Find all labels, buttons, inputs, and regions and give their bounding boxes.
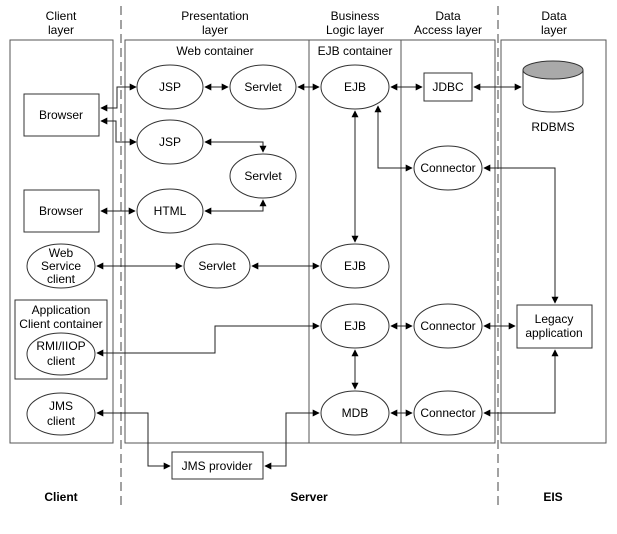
ejb-label-3: EJB — [344, 319, 366, 333]
connector-browser-jsp2 — [100, 117, 137, 146]
presentation-layer-header-line1: Presentation — [181, 9, 248, 23]
jdbc-node — [423, 72, 473, 102]
ejb-node-2 — [320, 243, 390, 289]
jdbc-label: JDBC — [432, 80, 464, 94]
jsp-label-2: JSP — [159, 135, 181, 149]
browser-node-2 — [23, 189, 100, 233]
jms-provider-label: JMS provider — [182, 459, 253, 473]
legacy-application-label-1: Legacy — [535, 312, 574, 326]
connector-rmiclient-ejb3 — [96, 322, 320, 357]
jsp-label-1: JSP — [159, 80, 181, 94]
jms-client-label-2: client — [47, 414, 76, 428]
jsp-node-2 — [136, 119, 204, 165]
eis-tier-label: EIS — [543, 490, 562, 504]
connector-connector1-legacy — [483, 164, 559, 304]
jsp-node-1 — [136, 64, 204, 110]
ejb-node-1 — [320, 64, 390, 110]
connector-connector3-legacy — [483, 349, 559, 417]
ejb-container-label: EJB container — [318, 44, 393, 58]
ejb-label-2: EJB — [344, 259, 366, 273]
server-tier-label: Server — [290, 490, 328, 504]
data-layer-header-line1: Data — [541, 9, 567, 23]
jms-client-label-1: JMS — [49, 399, 73, 413]
client-layer-header-line1: Client — [46, 9, 77, 23]
servlet-node-2 — [229, 153, 297, 199]
jms-provider-node — [171, 451, 264, 480]
jms-client-node — [26, 392, 96, 436]
data-access-layer-header-line1: Data — [435, 9, 461, 23]
web-service-client-label-1: Web — [49, 246, 74, 260]
connector-ejb1-connector1 — [374, 105, 413, 172]
servlet-node-1 — [229, 64, 297, 110]
connector-browser-jsp1 — [100, 83, 137, 112]
business-layer-header-line2: Logic layer — [326, 23, 384, 37]
connector-node-3 — [413, 390, 483, 436]
rdbms-cylinder-icon — [522, 60, 584, 113]
html-label: HTML — [154, 204, 187, 218]
web-container-label: Web container — [176, 44, 253, 58]
connector-label-2: Connector — [420, 319, 475, 333]
web-service-client-label-3: client — [47, 272, 76, 286]
rmi-iiop-client-label-2: client — [47, 354, 76, 368]
mdb-node — [320, 390, 390, 436]
legacy-application-node — [516, 304, 593, 349]
connector-jsp2-servlet2 — [204, 138, 267, 153]
rmi-iiop-client-label-1: RMI/IIOP — [36, 339, 85, 353]
application-client-container-label-2: Client container — [19, 317, 102, 331]
browser-label-2: Browser — [39, 204, 83, 218]
servlet-label-3: Servlet — [198, 259, 236, 273]
web-service-client-node — [26, 243, 96, 289]
connector-html-servlet2 — [204, 199, 267, 215]
ejb-node-3 — [320, 303, 390, 349]
data-access-layer-header-line2: Access layer — [414, 23, 482, 37]
business-layer-header-line1: Business — [331, 9, 380, 23]
data-layer-header-line2: layer — [541, 23, 567, 37]
client-tier-label: Client — [44, 490, 77, 504]
connector-node-1 — [413, 145, 483, 191]
mdb-label: MDB — [342, 406, 369, 420]
html-node — [136, 188, 204, 234]
client-layer-header-line2: layer — [48, 23, 74, 37]
application-client-container-label-1: Application — [32, 303, 91, 317]
connector-label-3: Connector — [420, 406, 475, 420]
servlet-node-3 — [183, 243, 251, 289]
legacy-application-label-2: application — [525, 326, 582, 340]
browser-node-1 — [23, 93, 100, 137]
connector-jmsprovider-mdb — [264, 409, 320, 470]
connector-jmsclient-jmsprovider — [96, 409, 171, 470]
server-layer-box — [124, 39, 496, 444]
browser-label-1: Browser — [39, 108, 83, 122]
connector-label-1: Connector — [420, 161, 475, 175]
web-service-client-label-2: Service — [41, 259, 81, 273]
ejb-label-1: EJB — [344, 80, 366, 94]
servlet-label-2: Servlet — [244, 169, 282, 183]
rmi-iiop-client-node — [26, 332, 96, 376]
presentation-layer-header-line2: layer — [202, 23, 228, 37]
connector-node-2 — [413, 303, 483, 349]
rdbms-label: RDBMS — [531, 120, 574, 134]
servlet-label-1: Servlet — [244, 80, 282, 94]
